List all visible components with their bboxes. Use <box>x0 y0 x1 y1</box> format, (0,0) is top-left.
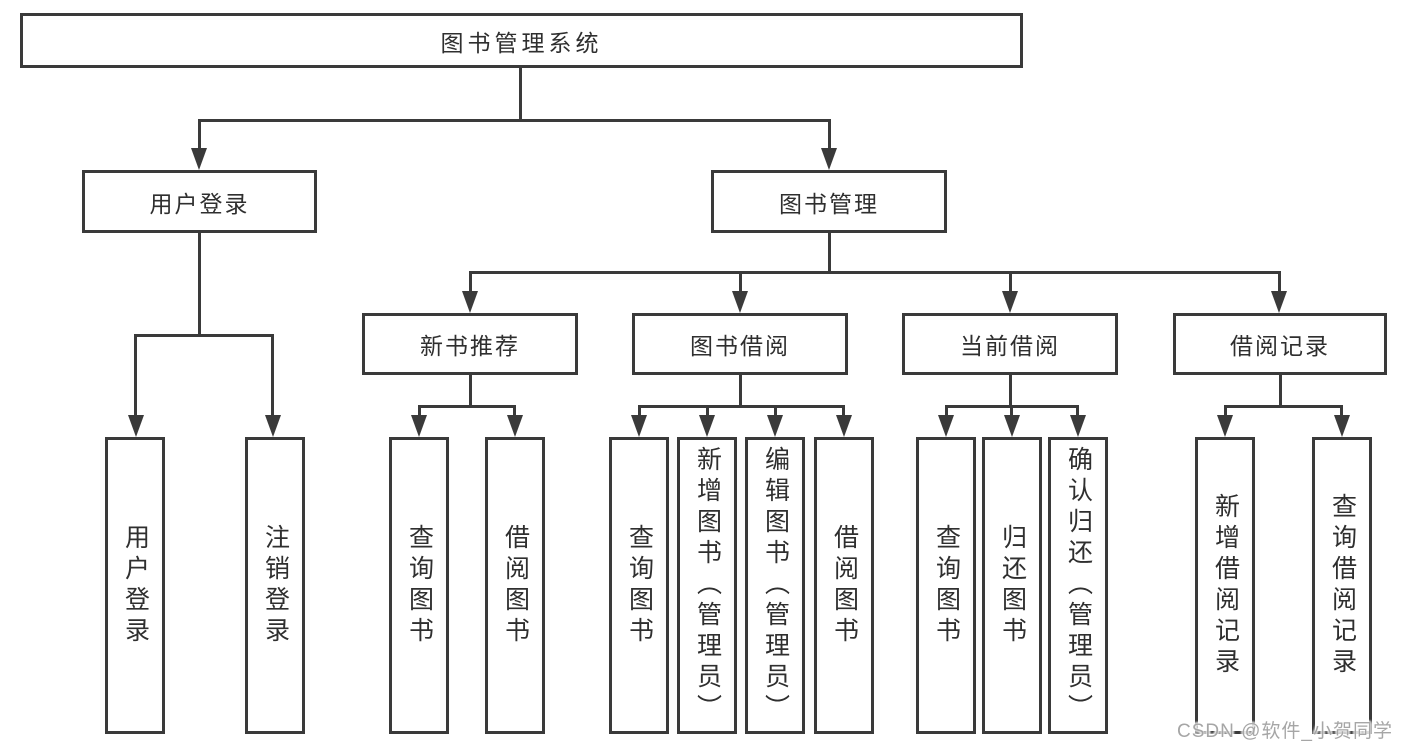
node-book-management: 图书管理 <box>711 170 947 233</box>
arrowhead-records <box>1271 291 1287 313</box>
arrowhead-nb-2 <box>507 415 523 437</box>
leaf-query-books-3: 查询图书 <box>916 437 976 734</box>
connector-drop-cb-3 <box>1076 405 1079 419</box>
arrowhead-br-2 <box>1334 415 1350 437</box>
connector-book-mgmt-rail <box>469 271 1281 274</box>
connector-drop-nb-2 <box>513 405 516 419</box>
node-current-borrowing: 当前借阅 <box>902 313 1118 375</box>
connector-drop-user-login <box>198 119 201 150</box>
connector-drop-borrowing <box>739 271 742 293</box>
arrowhead-new-book <box>462 291 478 313</box>
connector-drop-bb-1 <box>638 405 641 419</box>
connector-drop-records <box>1278 271 1281 293</box>
connector-drop-br-2 <box>1340 405 1343 419</box>
arrowhead-leaf-login <box>128 415 144 437</box>
arrowhead-bb-3 <box>767 415 783 437</box>
connector-records-stem <box>1279 375 1282 407</box>
node-new-book-recommend: 新书推荐 <box>362 313 578 375</box>
arrowhead-bb-4 <box>836 415 852 437</box>
leaf-query-books-1: 查询图书 <box>389 437 449 734</box>
connector-drop-cb-1 <box>945 405 948 419</box>
connector-records-rail <box>1224 405 1343 408</box>
arrowhead-bb-2 <box>699 415 715 437</box>
leaf-add-borrow-record: 新增借阅记录 <box>1195 437 1255 734</box>
leaf-edit-books-admin: 编辑图书（管理员） <box>745 437 805 734</box>
connector-user-login-stem <box>198 233 201 336</box>
arrowhead-cb-3 <box>1070 415 1086 437</box>
connector-user-login-rail <box>134 334 274 337</box>
connector-drop-bb-3 <box>774 405 777 419</box>
node-user-login: 用户登录 <box>82 170 317 233</box>
leaf-user-login: 用户登录 <box>105 437 165 734</box>
connector-drop-leaf-login <box>134 334 137 417</box>
arrowhead-bb-1 <box>631 415 647 437</box>
connector-newbook-rail <box>418 405 516 408</box>
leaf-query-borrow-record: 查询借阅记录 <box>1312 437 1372 734</box>
connector-current-stem <box>1009 375 1012 407</box>
leaf-logout: 注销登录 <box>245 437 305 734</box>
node-book-borrowing: 图书借阅 <box>632 313 848 375</box>
connector-drop-cb-2 <box>1010 405 1013 419</box>
leaf-return-books: 归还图书 <box>982 437 1042 734</box>
node-root-library-system: 图书管理系统 <box>20 13 1023 68</box>
connector-drop-bb-2 <box>706 405 709 419</box>
arrowhead-cb-2 <box>1004 415 1020 437</box>
arrowhead-leaf-logout <box>265 415 281 437</box>
node-borrow-records: 借阅记录 <box>1173 313 1387 375</box>
arrowhead-user-login <box>191 148 207 170</box>
connector-book-mgmt-stem <box>828 233 831 273</box>
connector-borrowing-stem <box>739 375 742 407</box>
connector-drop-leaf-logout <box>271 334 274 417</box>
arrowhead-nb-1 <box>411 415 427 437</box>
connector-borrowing-rail <box>638 405 845 408</box>
connector-drop-book-mgmt <box>828 119 831 150</box>
leaf-borrow-books-1: 借阅图书 <box>485 437 545 734</box>
connector-drop-br-1 <box>1224 405 1227 419</box>
arrowhead-borrowing <box>732 291 748 313</box>
leaf-add-books-admin: 新增图书（管理员） <box>677 437 737 734</box>
leaf-confirm-return-admin: 确认归还（管理员） <box>1048 437 1108 734</box>
arrowhead-cb-1 <box>938 415 954 437</box>
connector-newbook-stem <box>469 375 472 407</box>
arrowhead-current <box>1002 291 1018 313</box>
connector-drop-nb-1 <box>418 405 421 419</box>
arrowhead-br-1 <box>1217 415 1233 437</box>
connector-drop-new-book <box>469 271 472 293</box>
connector-root-rail <box>198 119 831 122</box>
connector-root-stem <box>519 68 522 121</box>
leaf-query-books-2: 查询图书 <box>609 437 669 734</box>
arrowhead-book-mgmt <box>821 148 837 170</box>
connector-drop-current <box>1009 271 1012 293</box>
connector-drop-bb-4 <box>842 405 845 419</box>
leaf-borrow-books-2: 借阅图书 <box>814 437 874 734</box>
